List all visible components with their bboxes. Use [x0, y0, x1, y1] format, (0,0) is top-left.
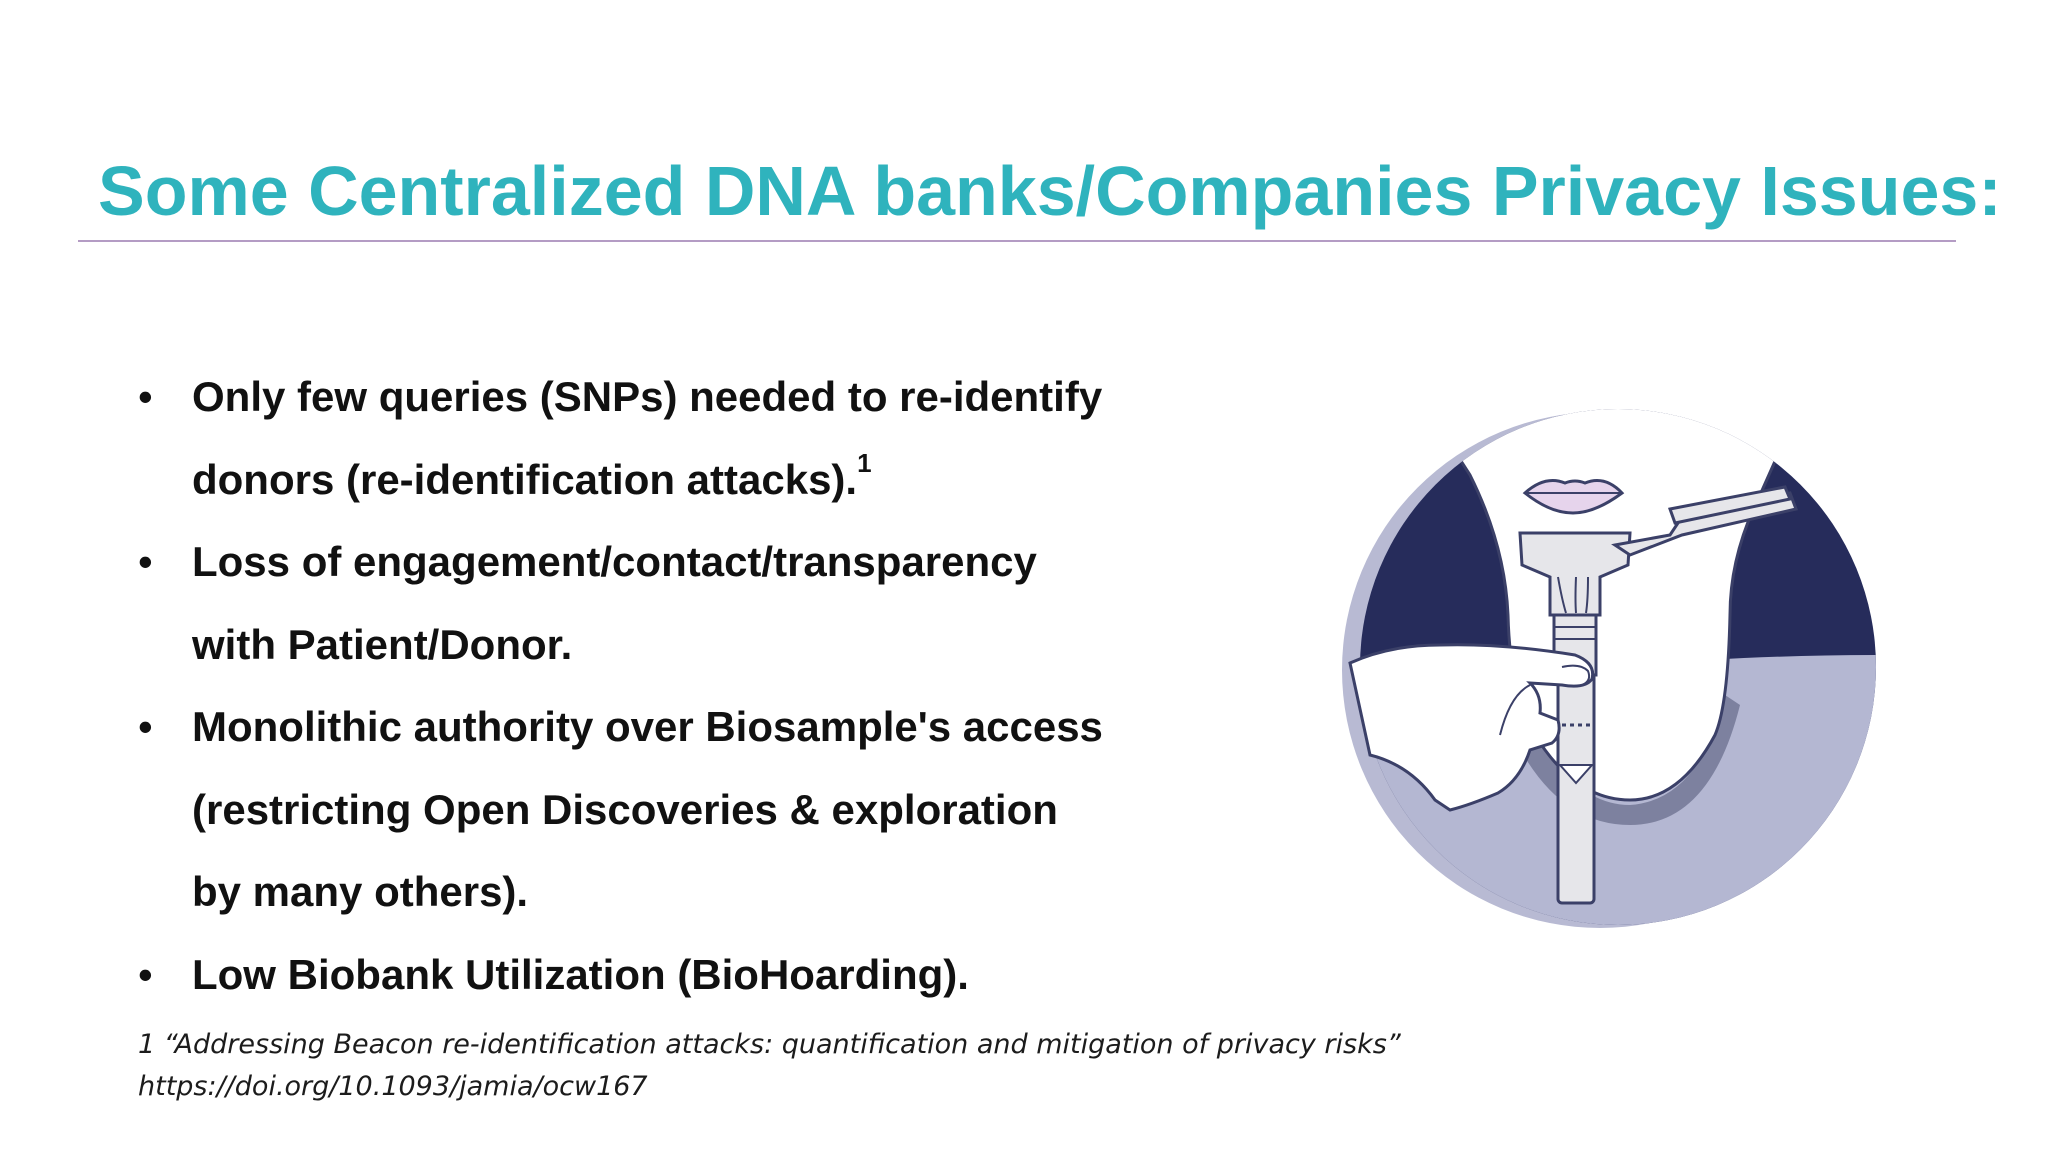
illustration-tube: [1556, 671, 1596, 905]
footnote-link[interactable]: https://doi.org/10.1093/jamia/ocw167: [138, 1071, 648, 1102]
bullet-line: Monolithic authority over Biosample's ac…: [192, 703, 1103, 750]
title-divider: [78, 240, 1956, 242]
illustration-lips: [1522, 479, 1625, 515]
footnote-citation: 1 “Addressing Beacon re-identification a…: [138, 1029, 1401, 1060]
bullet-marker: •: [138, 950, 153, 998]
bullet-list: • Only few queries (SNPs) needed to re-i…: [138, 356, 1278, 1016]
bullet-marker: •: [138, 373, 153, 420]
bullet-item-engagement: • Loss of engagement/contact/transparenc…: [138, 521, 1278, 686]
bullet-line: (restricting Open Discoveries & explorat…: [192, 785, 1058, 833]
bullet-item-biohoarding: • Low Biobank Utilization (BioHoarding).: [138, 934, 1278, 1017]
slide-title: Some Centralized DNA banks/Companies Pri…: [98, 152, 2002, 230]
bullet-line: Only few queries (SNPs) needed to re-ide…: [192, 373, 1103, 420]
bullet-item-monolithic-authority: • Monolithic authority over Biosample's …: [138, 686, 1278, 934]
bullet-line: with Patient/Donor.: [192, 620, 573, 668]
bullet-line: Low Biobank Utilization (BioHoarding).: [192, 950, 969, 998]
bullet-item-reidentification: • Only few queries (SNPs) needed to re-i…: [138, 356, 1278, 521]
footnote: 1 “Addressing Beacon re-identification a…: [138, 1024, 1538, 1108]
bullet-marker: •: [138, 703, 153, 750]
bullet-line: donors (re-identification attacks).: [192, 455, 858, 503]
bullet-line: by many others).: [192, 868, 529, 915]
bullet-marker: •: [138, 538, 153, 585]
footnote-reference: 1: [857, 447, 872, 478]
illustration-hand: [1348, 643, 1595, 812]
bullet-line: Loss of engagement/contact/transparency: [192, 538, 1037, 585]
saliva-dna-collection-tube-icon: [1330, 405, 1890, 935]
